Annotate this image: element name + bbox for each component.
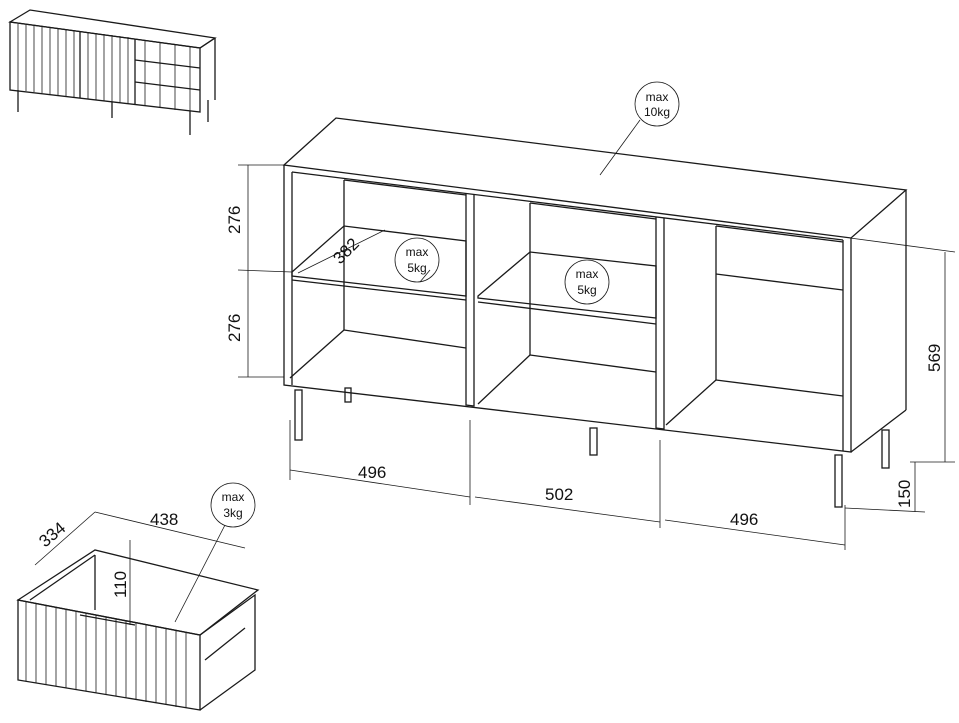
- sideboard-main: [282, 117, 908, 508]
- dim-body-height: 569: [925, 344, 944, 372]
- svg-text:10kg: 10kg: [644, 105, 670, 119]
- svg-text:max: max: [646, 90, 669, 104]
- drawer: [16, 511, 260, 711]
- dim-width-middle: 502: [545, 485, 573, 504]
- svg-text:max: max: [406, 245, 429, 259]
- load-badge-shelf-middle: max 5kg: [564, 259, 610, 305]
- dim-shelf-depth: 382: [329, 234, 362, 267]
- dimension-lines: [237, 119, 956, 550]
- svg-text:5kg: 5kg: [407, 261, 426, 275]
- svg-text:max: max: [222, 490, 245, 504]
- load-badge-drawer: max 3kg: [210, 482, 256, 528]
- dim-leg-height: 150: [895, 480, 914, 508]
- dim-drawer-depth: 334: [35, 518, 69, 551]
- dim-drawer-height: 110: [111, 571, 130, 598]
- load-badge-shelf-left: max 5kg: [394, 237, 440, 283]
- dim-drawer-width: 438: [150, 510, 178, 529]
- sideboard-thumbnail: [8, 9, 217, 135]
- dim-width-right: 496: [730, 510, 758, 529]
- dim-width-left: 496: [358, 463, 386, 482]
- dim-shelf-height-top: 276: [225, 206, 244, 234]
- svg-text:max: max: [576, 267, 599, 281]
- svg-text:5kg: 5kg: [577, 283, 596, 297]
- load-badge-top: max 10kg: [634, 81, 680, 127]
- dim-shelf-height-bottom: 276: [225, 314, 244, 342]
- svg-text:3kg: 3kg: [223, 506, 242, 520]
